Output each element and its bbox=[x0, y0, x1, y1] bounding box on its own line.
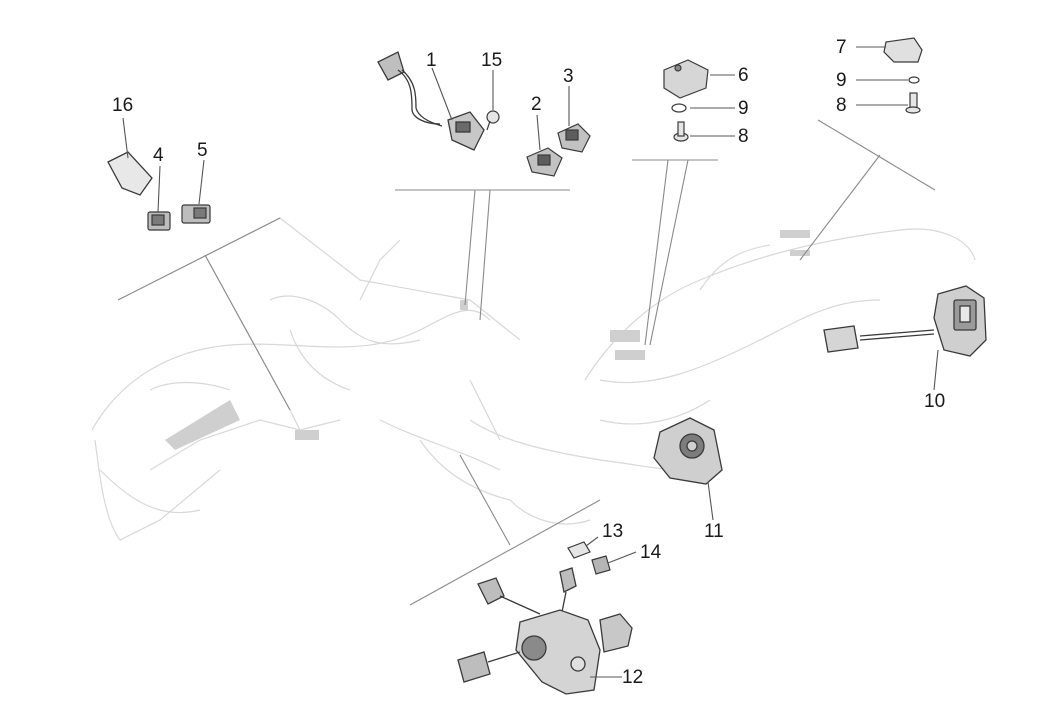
callout-15: 15 bbox=[481, 50, 503, 71]
part-9-washer-middle bbox=[671, 103, 687, 113]
callout-12: 12 bbox=[622, 667, 644, 688]
part-8-screw-right bbox=[905, 92, 921, 114]
callout-9-middle: 9 bbox=[738, 98, 749, 119]
part-13-cylinder bbox=[567, 541, 591, 559]
callout-11: 11 bbox=[704, 521, 724, 542]
callout-14: 14 bbox=[640, 542, 662, 563]
part-10-right-switch bbox=[823, 285, 987, 357]
part-2-switch bbox=[526, 147, 563, 177]
callout-7: 7 bbox=[836, 37, 847, 58]
callout-4: 4 bbox=[153, 145, 164, 166]
callout-16: 16 bbox=[112, 95, 134, 116]
callout-1: 1 bbox=[426, 50, 437, 71]
callout-2: 2 bbox=[531, 94, 542, 115]
callout-9-right: 9 bbox=[836, 70, 847, 91]
callout-8-middle: 8 bbox=[738, 126, 749, 147]
part-4-switch bbox=[147, 211, 171, 231]
part-7-clamp bbox=[883, 37, 923, 63]
leader-wedges bbox=[117, 119, 936, 606]
part-14-clip bbox=[591, 555, 611, 575]
callout-8-right: 8 bbox=[836, 95, 847, 116]
part-12-ignition-switch bbox=[457, 567, 633, 695]
part-15-screw bbox=[486, 110, 500, 131]
callout-6: 6 bbox=[738, 65, 749, 86]
part-8-screw-middle bbox=[673, 121, 689, 142]
part-16-cover bbox=[107, 151, 153, 196]
part-5-switch bbox=[181, 204, 211, 224]
part-3-switch bbox=[557, 123, 591, 153]
scooter-detail-patches bbox=[165, 230, 810, 450]
callout-5: 5 bbox=[197, 140, 208, 161]
callout-13: 13 bbox=[602, 521, 624, 542]
callout-3: 3 bbox=[563, 66, 574, 87]
part-11-left-switch bbox=[653, 417, 723, 485]
callout-10: 10 bbox=[924, 391, 946, 412]
part-9-washer-right bbox=[908, 76, 920, 84]
part-6-relay bbox=[663, 59, 709, 99]
part-1-switch-harness bbox=[377, 51, 485, 151]
callout-leaders bbox=[122, 46, 939, 678]
scooter-body-ghost bbox=[91, 217, 976, 541]
